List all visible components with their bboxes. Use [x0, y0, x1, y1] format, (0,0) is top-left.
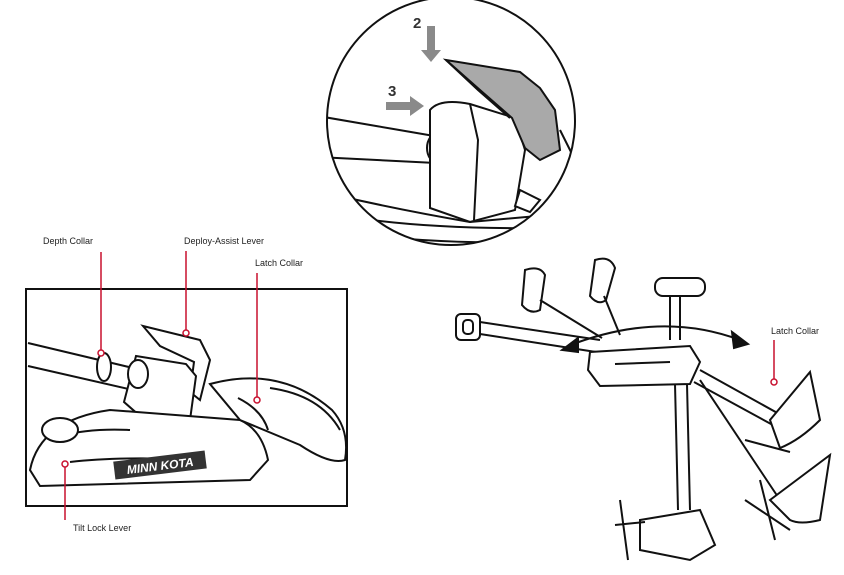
zoom-detail: [326, 0, 576, 246]
brand-logo: MINN KOTA: [113, 450, 207, 480]
callout-lines-left: [61, 251, 261, 520]
right-arrow: [386, 96, 424, 116]
deploy-assist-lever-label: Deploy-Assist Lever: [184, 236, 265, 246]
motor-positions: [455, 257, 832, 562]
lever-detail: [442, 58, 562, 162]
depth-collar-label: Depth Collar: [43, 236, 94, 246]
latch-collar-label-right: Latch Collar: [771, 326, 820, 336]
latch-collar-label-left: Latch Collar: [255, 258, 304, 268]
down-arrow: [421, 26, 441, 62]
callout-line-right: [770, 340, 778, 386]
tilt-lock-lever-label: Tilt Lock Lever: [73, 523, 132, 533]
step-3-number: 3: [388, 83, 397, 100]
step-2-number: 2: [413, 15, 422, 32]
